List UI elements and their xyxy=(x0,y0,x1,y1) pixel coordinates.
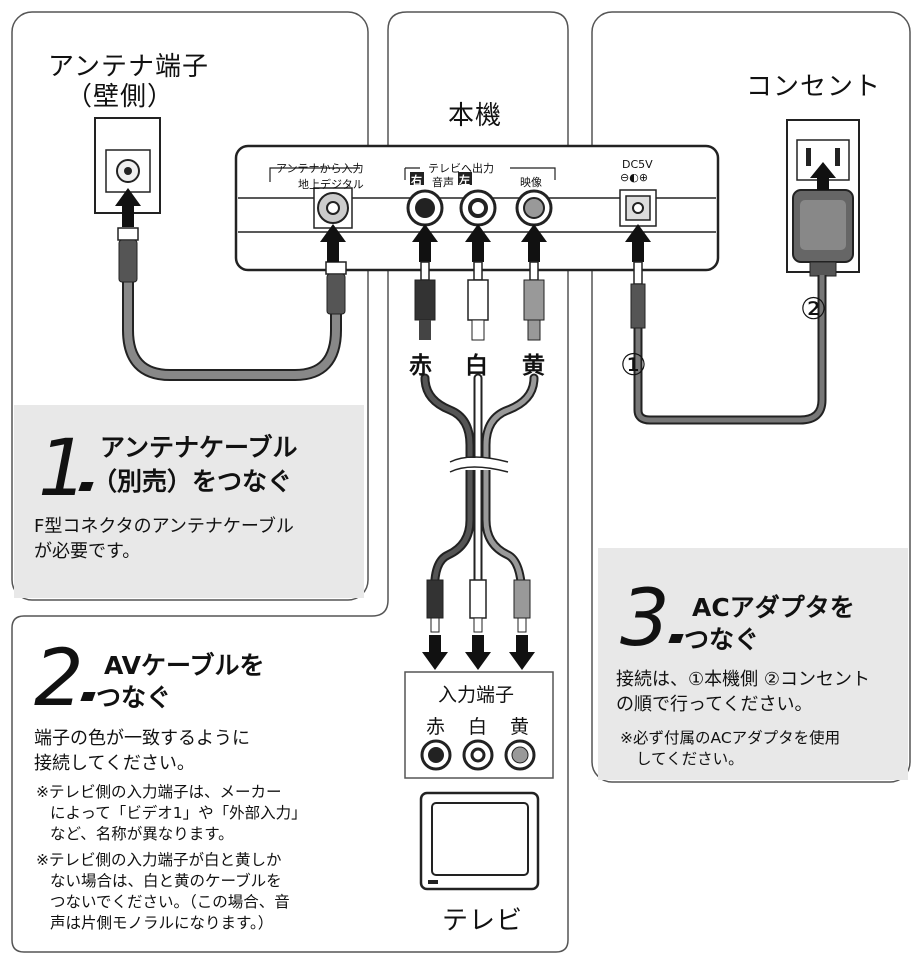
circled-two: ② xyxy=(800,292,827,327)
circled-one: ① xyxy=(620,348,647,383)
arrow-outlet-up xyxy=(810,162,836,190)
outlet-title: コンセント xyxy=(746,72,882,102)
plug-yellow-top xyxy=(523,261,545,341)
antenna-terminal-subtitle: （壁側） xyxy=(66,82,175,112)
step2-desc-line1: 端子の色が一致するように xyxy=(34,728,250,749)
step2-note1-line3: など、名称が異なります。 xyxy=(50,825,234,843)
step3-box xyxy=(598,548,908,780)
device-left-tag: 左 xyxy=(459,174,470,187)
antenna-terminal-title: アンテナ端子 xyxy=(48,52,209,82)
device-dc-label: DC5V xyxy=(622,158,653,171)
antenna-cable xyxy=(122,280,342,381)
step1-number: 1 xyxy=(38,424,88,514)
arrow-yellow-up xyxy=(521,224,547,262)
plug-red-bottom xyxy=(426,579,444,633)
left-tag-box xyxy=(458,172,472,185)
step2-desc-line2: 接続してください。 xyxy=(34,753,195,774)
step3-title-line1: ACアダプタを xyxy=(692,593,855,622)
step3-desc-line2: の順で行ってください。 xyxy=(616,694,813,715)
plug-label-yellow: 黄 xyxy=(522,353,545,379)
step2-number: 2 xyxy=(34,634,84,724)
plug-red-top xyxy=(414,261,436,340)
step1-box xyxy=(14,405,364,598)
tv-input-title: 入力端子 xyxy=(438,684,515,706)
device-title: 本機 xyxy=(448,101,503,131)
tv-label: テレビ xyxy=(442,906,524,936)
arrow-white-up xyxy=(465,224,491,262)
right-tag-box xyxy=(410,172,424,185)
arrow-antenna-up xyxy=(115,188,141,227)
arrow-dc-up xyxy=(625,224,651,262)
tv-input-white: 白 xyxy=(468,716,488,738)
step3-number: 3 xyxy=(620,574,670,664)
tv-input-red: 赤 xyxy=(426,716,446,738)
device-dc-symbol: ⊖◐⊕ xyxy=(620,171,649,184)
device-dc-jack xyxy=(632,202,644,214)
panel-center xyxy=(11,11,569,953)
plug-white-bottom xyxy=(469,579,487,633)
step2-note1-line1: ※テレビ側の入力端子は、メーカー xyxy=(36,783,282,801)
step1-title-line1: アンテナケーブル xyxy=(100,433,298,462)
step1-desc-line2: が必要です。 xyxy=(34,541,141,562)
plug-label-red: 赤 xyxy=(409,353,432,379)
plug-yellow-bottom xyxy=(513,579,531,633)
device-audio-label: 音声 xyxy=(432,176,454,189)
step2-note1-line2: によって「ビデオ1」や「外部入力」 xyxy=(50,804,307,822)
device-right-tag: 右 xyxy=(411,174,422,187)
step2-note2-line1: ※テレビ側の入力端子が白と黄しか xyxy=(36,851,282,869)
arrow-white-down xyxy=(465,635,491,670)
step3-note-line2: してください。 xyxy=(636,750,744,768)
device-output-label: テレビへ出力 xyxy=(428,162,494,175)
arrow-red-up xyxy=(412,224,438,262)
plug-white-top xyxy=(467,261,489,341)
device-input-sublabel: 地上デジタル xyxy=(298,178,364,191)
device-input-label: アンテナから入力 xyxy=(276,162,364,175)
step2-note2-line2: ない場合は、白と黄のケーブルを xyxy=(50,872,282,890)
step2-title-line1: AVケーブルを xyxy=(104,651,265,680)
device-video-label: 映像 xyxy=(520,176,542,189)
step3-title-line2: つなぐ xyxy=(684,625,760,654)
step2-title-line2: つなぐ xyxy=(96,683,172,712)
step2-note2-line4: 声は片側モノラルになります。） xyxy=(50,914,274,932)
arrow-yellow-down xyxy=(509,635,535,670)
panel-power xyxy=(591,11,911,783)
plug-label-white: 白 xyxy=(465,353,488,379)
tv-input-yellow: 黄 xyxy=(510,716,530,738)
av-cables xyxy=(420,373,539,605)
step3-note-line1: ※必ず付属のACアダプタを使用 xyxy=(620,729,841,747)
panel-antenna xyxy=(11,11,369,601)
step1-desc-line1: F型コネクタのアンテナケーブル xyxy=(34,516,294,537)
arrow-red-down xyxy=(422,635,448,670)
arrow-device-antenna-up xyxy=(320,224,346,262)
dc-cable xyxy=(633,275,827,425)
step1-title-line2: （別売）をつなぐ xyxy=(92,467,293,496)
step3-desc-line1: 接続は、①本機側 ②コンセント xyxy=(616,669,870,690)
step2-note2-line3: つないでください。（この場合、音 xyxy=(50,893,290,911)
